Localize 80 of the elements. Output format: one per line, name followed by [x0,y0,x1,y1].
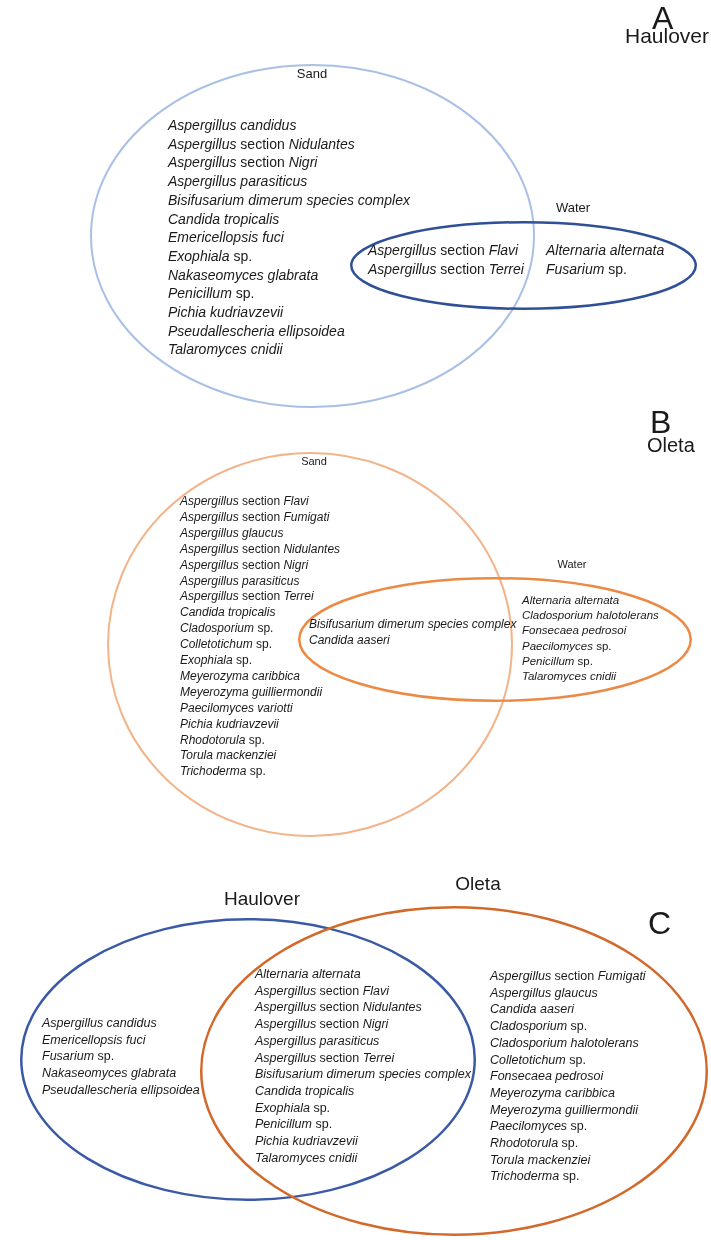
species-name: Fusarium sp. [42,1049,115,1064]
species-name: Paecilomyces sp. [490,1119,588,1134]
species-name: Aspergillus section Terrei [255,1050,395,1065]
species-name: Aspergillus section Nidulantes [168,135,355,152]
species-name: Talaromyces cnidii [168,341,283,358]
species-name: Aspergillus section Flavi [255,983,390,999]
species-name: Emericellopsis fuci [42,1032,146,1048]
set-label: Oleta [455,873,501,895]
species-name: Meyerozyma caribbica [490,1085,616,1101]
species-name: Aspergillus section Nigri [168,154,318,171]
species-name: Pichia kudriavzevii [255,1134,358,1149]
species-name: Trichoderma sp. [490,1169,580,1184]
species-name: Candida aaseri [490,1002,575,1017]
species-name: Aspergillus section Nidulantes [255,1000,422,1015]
species-name: Torula mackenziei [180,749,277,764]
species-name: Fonsecaea pedrosoi [490,1069,604,1084]
species-name: Aspergillus section Flavi [180,495,309,509]
species-name: Torula mackenziei [490,1152,591,1168]
species-name: Meyerozyma caribbica [180,669,301,684]
species-name: Penicillum sp. [255,1117,333,1132]
species-name: Meyerozyma guilliermondii [180,685,323,700]
species-name: Exophiala sp. [180,654,253,668]
species-name: Exophiala sp. [168,247,253,264]
species-name: Trichoderma sp. [180,765,266,780]
species-name: Colletotichum sp. [490,1052,586,1067]
species-name: Nakaseomyces glabrata [42,1066,177,1081]
species-name: Candida tropicalis [255,1083,355,1099]
species-name: Aspergillus section Nidulantes [180,542,341,557]
species-name: Aspergillus section Terrei [180,590,314,605]
species-name: Cladosporium sp. [490,1019,588,1034]
species-name: Candida tropicalis [180,606,276,621]
species-name: Aspergillus section Flavi [368,242,519,259]
species-name: Cladosporium sp. [180,622,274,636]
species-name: Aspergillus section Fumigati [180,510,330,525]
set-label: Sand [296,67,328,82]
species-name: Emericellopsis fuci [168,229,284,246]
set-label: Water [557,558,587,571]
species-name: Candida aaseri [309,633,390,648]
species-name: Paecilomyces sp. [522,639,612,653]
species-name: Aspergillus parasiticus [255,1033,380,1049]
species-name: Nakaseomyces glabrata [168,266,319,283]
species-name: Aspergillus parasiticus [168,173,308,190]
species-name: Talaromyces cnidii [522,670,617,684]
species-name: Aspergillus section Terrei [368,260,524,277]
set-label: Water [555,201,591,216]
species-name: Cladosporium halotolerans [490,1035,639,1051]
species-name: Aspergillus section Fumigati [490,969,646,984]
species-name: Talaromyces cnidii [255,1150,358,1166]
species-name: Bisifusarium dimerum species complex [255,1067,472,1082]
species-name: Bisifusarium dimerum species complex [309,618,517,632]
species-name: Paecilomyces variotti [180,701,293,716]
species-name: Colletotichum sp. [180,638,273,652]
species-name: Cladosporium halotolerans [522,609,659,623]
species-name: Aspergillus candidus [168,117,297,134]
species-name: Alternaria alternata [255,967,361,982]
species-name: Fonsecaea pedrosoi [522,624,627,638]
species-name: Pichia kudriavzevii [168,304,284,321]
species-name: Alternaria alternata [522,594,620,608]
species-name: Meyerozyma guilliermondii [490,1102,638,1117]
set-label: Haulover [224,888,300,910]
species-name: Fusarium sp. [546,260,627,277]
species-name: Penicillum sp. [522,654,593,668]
species-name: Pichia kudriavzevii [180,717,279,732]
species-name: Aspergillus section Nigri [255,1017,389,1032]
species-name: Aspergillus glaucus [490,985,598,1001]
species-name: Penicillum sp. [168,285,255,302]
species-name: Rhodotorula sp. [180,733,265,748]
species-name: Exophiala sp. [255,1100,331,1115]
species-name: Rhodotorula sp. [490,1136,579,1151]
species-name: Aspergillus section Nigri [180,558,309,573]
species-name: Aspergillus candidus [42,1016,157,1031]
species-name: Candida tropicalis [168,210,280,227]
set-label: Sand [301,455,327,468]
panel-letter: C [648,905,672,942]
species-name: Aspergillus glaucus [180,526,284,541]
species-name: Pseudallescheria ellipsoidea [168,322,345,339]
species-name: Pseudallescheria ellipsoidea [42,1082,200,1098]
species-name: Bisifusarium dimerum species complex [168,191,410,208]
species-name: Aspergillus parasiticus [180,574,300,589]
species-name: Alternaria alternata [546,242,665,259]
